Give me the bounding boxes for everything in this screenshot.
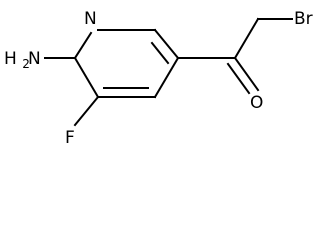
ring-nitrogen-label: N bbox=[84, 9, 97, 29]
molecule-canvas: N H 2 N F O Br bbox=[4, 9, 313, 148]
molecule-structure: N H 2 N F O Br bbox=[4, 9, 313, 148]
bond-c5-c6 bbox=[73, 56, 100, 99]
bond-carbonyl-o-second bbox=[226, 62, 251, 95]
fluorine-label: F bbox=[65, 128, 75, 148]
carbonyl-oxygen-label: O bbox=[250, 93, 263, 113]
bond-c2-c3-inner bbox=[150, 41, 170, 65]
amine-h-subscript: 2 bbox=[22, 57, 30, 71]
bond-c2-c3 bbox=[153, 28, 180, 60]
bond-c3-c4 bbox=[153, 56, 180, 99]
bond-c6-n1 bbox=[73, 31, 93, 60]
bromine-label: Br bbox=[294, 9, 313, 29]
amine-nitrogen-label: N bbox=[28, 49, 41, 69]
bond-carbonyl-ch2 bbox=[233, 17, 260, 60]
bond-carbonyl-o bbox=[233, 56, 260, 92]
amine-h-label: H bbox=[4, 49, 17, 69]
amine-h2-label: H 2 bbox=[4, 49, 30, 71]
bond-c5-f bbox=[73, 95, 100, 127]
